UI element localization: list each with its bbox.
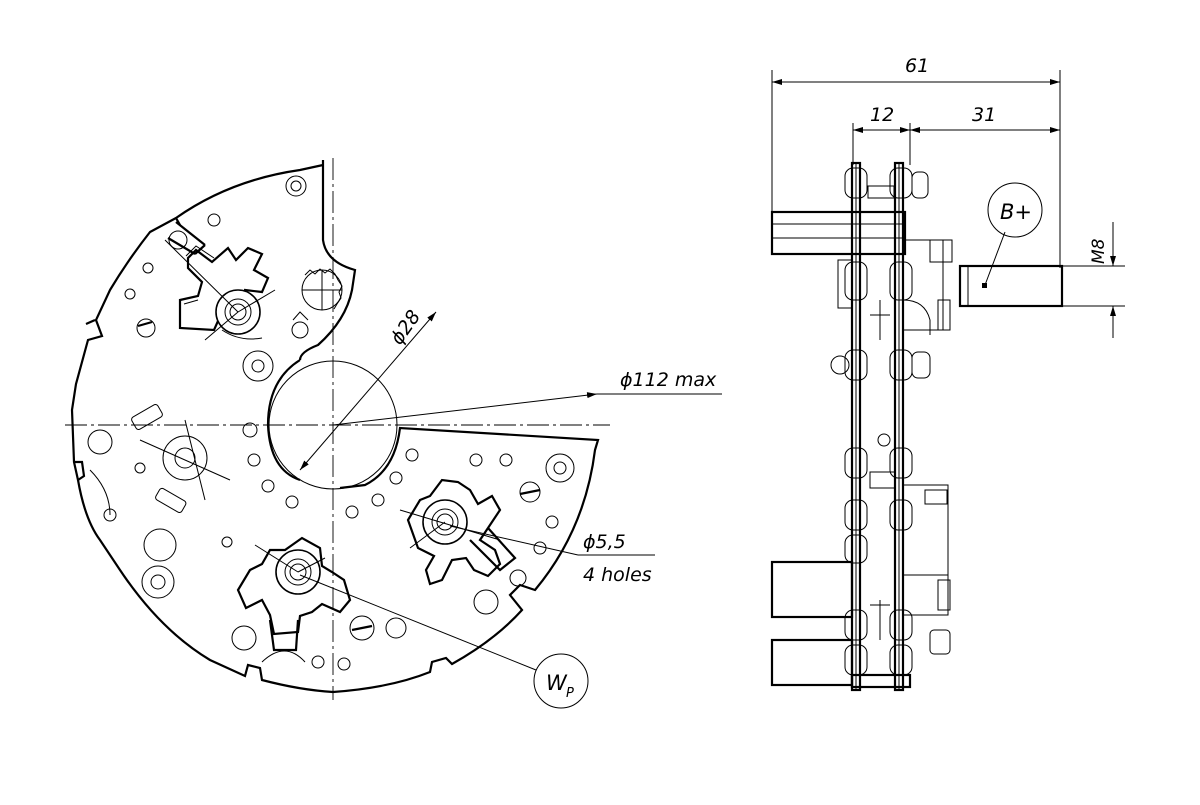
diode-holder-upper	[164, 221, 276, 341]
perimeter-notches	[74, 318, 96, 481]
hole-size-label: ϕ5,5	[583, 531, 626, 553]
hole-count-label: 4 holes	[583, 564, 652, 586]
total-width-label: 61	[905, 55, 929, 77]
thread-size-label: M8	[1089, 238, 1109, 264]
diode-holder-lower	[236, 536, 352, 663]
phase-leader	[299, 574, 537, 671]
hole-leader	[449, 525, 579, 556]
outer-diameter-label: ϕ112 max	[620, 369, 717, 391]
lower-terminal-bar-1	[770, 560, 854, 619]
side-view: 61 12 31	[770, 55, 1125, 692]
b-plus-callout-bubble	[987, 182, 1043, 238]
plate-outline	[70, 160, 600, 694]
b-plus-stud	[958, 264, 1064, 308]
phase-callout-label: W	[546, 671, 568, 695]
spacers	[830, 167, 951, 676]
bore-left-arc	[266, 359, 301, 482]
plate-holes	[87, 175, 575, 671]
phase-callout-subscript: P	[566, 686, 574, 701]
b-plus-leader	[984, 231, 1006, 286]
top-terminal-bar	[770, 210, 907, 256]
diode-bodies	[869, 239, 953, 640]
front-view: ϕ28 ϕ112 max ϕ5,5 4 holes W P	[65, 158, 722, 709]
diode-holder-right	[399, 478, 527, 587]
bore-dimension-line	[299, 311, 437, 471]
bore-diameter-label: ϕ28	[386, 306, 425, 349]
lower-terminal-bar-2	[770, 638, 854, 687]
phase-callout-bubble	[533, 653, 589, 709]
stud-marker	[982, 283, 987, 288]
b-plus-callout-label: B+	[1000, 200, 1032, 224]
inner-width-label: 12	[870, 104, 894, 126]
base-strip	[850, 673, 912, 689]
outer-dimension-line	[332, 392, 598, 426]
stud-length-label: 31	[972, 104, 996, 126]
